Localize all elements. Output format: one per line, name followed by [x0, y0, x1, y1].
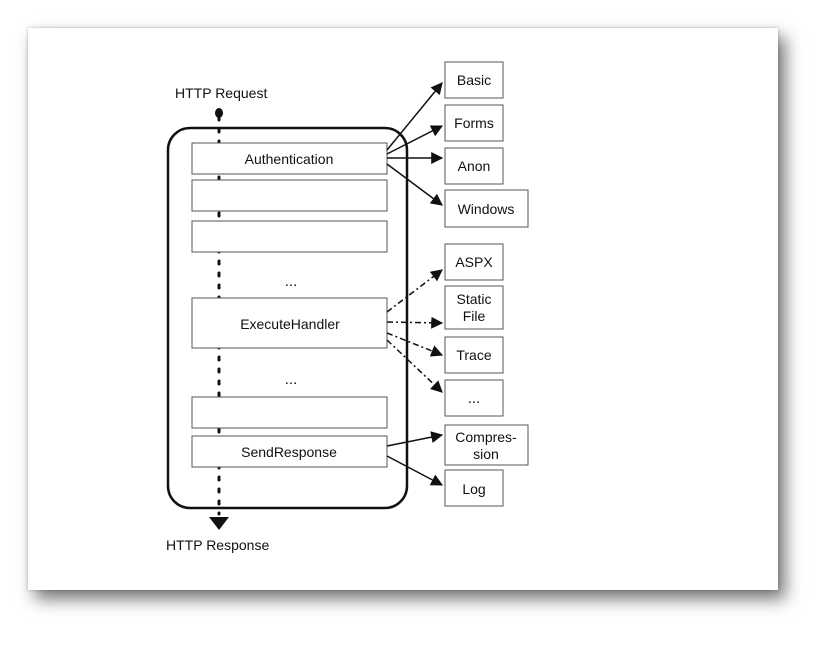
stage-ellipsis-upper: ... [285, 273, 298, 290]
svg-text:Anon: Anon [458, 158, 491, 174]
svg-text:Trace: Trace [456, 347, 491, 363]
stage-ellipsis-lower: ... [285, 371, 298, 388]
stage-empty-2 [191, 220, 388, 253]
svg-text:Static: Static [456, 291, 491, 307]
svg-text:Basic: Basic [457, 72, 491, 88]
svg-text:ASPX: ASPX [455, 254, 493, 270]
svg-text:...: ... [468, 390, 481, 407]
module-forms: Forms [444, 104, 504, 142]
http-request-label: HTTP Request [175, 85, 267, 101]
svg-text:ExecuteHandler: ExecuteHandler [240, 316, 340, 332]
handler-trace: Trace [444, 336, 504, 374]
svg-text:Compres-: Compres- [455, 429, 517, 445]
svg-text:Authentication: Authentication [245, 151, 334, 167]
handler-aspx: ASPX [444, 243, 504, 281]
http-response-label: HTTP Response [166, 537, 269, 553]
handler-more: ... [444, 379, 504, 417]
response-arrow-head [209, 517, 229, 530]
response-arrows [386, 431, 444, 486]
stage-execute-handler: ExecuteHandler [191, 297, 388, 349]
module-anon: Anon [444, 147, 504, 185]
svg-text:SendResponse: SendResponse [241, 444, 337, 460]
module-compression: Compres- sion [444, 424, 529, 466]
auth-arrows [386, 82, 444, 206]
module-basic: Basic [444, 61, 504, 99]
handler-static-file: Static File [444, 285, 504, 330]
module-windows: Windows [444, 189, 529, 228]
stage-empty-3 [191, 396, 388, 429]
module-log: Log [444, 469, 504, 507]
stage-send-response: SendResponse [191, 435, 388, 468]
stage-authentication: Authentication [191, 142, 388, 175]
svg-text:sion: sion [473, 446, 499, 462]
stage-empty-1 [191, 179, 388, 212]
request-start-dot [215, 108, 223, 118]
svg-text:File: File [463, 308, 486, 324]
svg-text:Forms: Forms [454, 115, 494, 131]
svg-text:Windows: Windows [458, 201, 515, 217]
handler-arrows [386, 269, 444, 393]
svg-text:Log: Log [462, 481, 485, 497]
